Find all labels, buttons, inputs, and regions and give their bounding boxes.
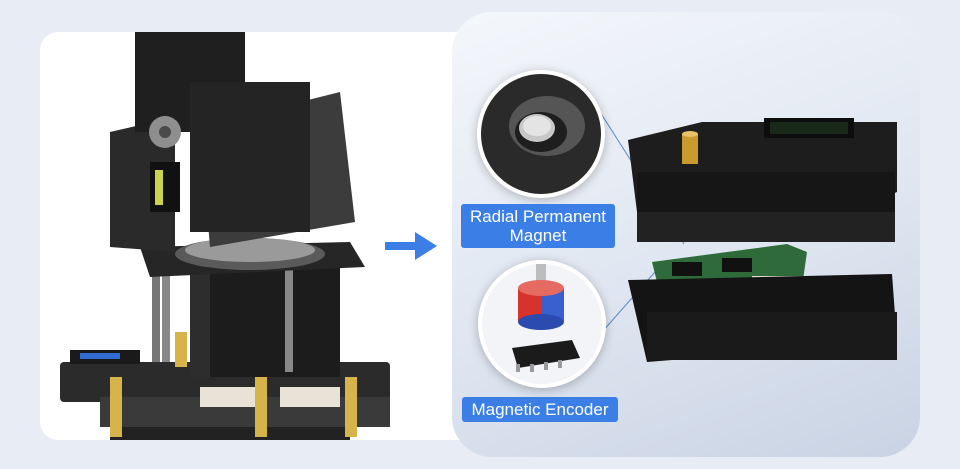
robot-arm-image-panel bbox=[40, 32, 480, 440]
encoder-chip-icon bbox=[478, 260, 606, 388]
radial-magnet-label: Radial Permanent Magnet bbox=[461, 204, 615, 248]
servo-exploded-illustration bbox=[599, 111, 897, 362]
magnet-closeup bbox=[477, 70, 605, 198]
radial-magnet-label-line2: Magnet bbox=[509, 226, 567, 245]
magnet-icon bbox=[477, 70, 605, 198]
robot-arm-illustration bbox=[60, 32, 390, 440]
magnetic-encoder-label: Magnetic Encoder bbox=[462, 397, 618, 422]
arrow-right-icon bbox=[385, 232, 437, 260]
encoder-closeup bbox=[478, 260, 606, 388]
radial-magnet-label-line1: Radial Permanent bbox=[469, 207, 607, 226]
